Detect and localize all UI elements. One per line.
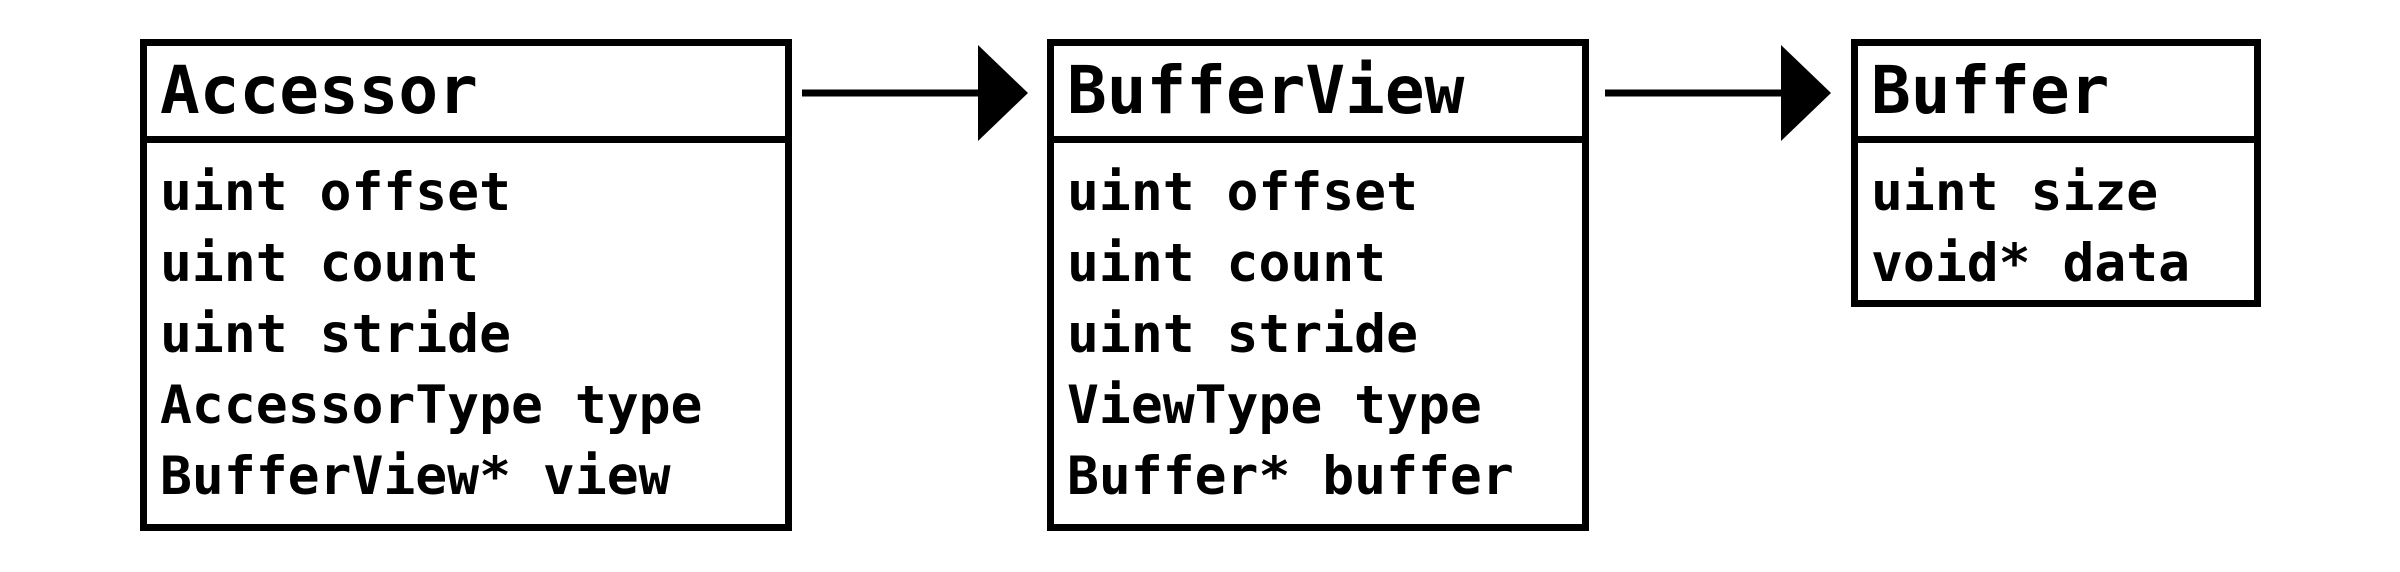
buffer-fields: uint size void* data: [1858, 143, 2254, 299]
accessor-box: Accessor uint offset uint count uint str…: [140, 39, 792, 531]
bufferview-field-buffer: Buffer* buffer: [1067, 446, 1514, 507]
accessor-title: Accessor: [147, 46, 785, 143]
bufferview-field-stride: uint stride: [1067, 304, 1418, 365]
accessor-field-offset: uint offset: [160, 162, 511, 223]
bufferview-box: BufferView uint offset uint count uint s…: [1047, 39, 1589, 531]
bufferview-field-type: ViewType type: [1067, 375, 1482, 436]
arrow-bufferview-to-buffer: [1605, 45, 1831, 141]
buffer-title: Buffer: [1858, 46, 2254, 143]
accessor-field-count: uint count: [160, 233, 480, 294]
bufferview-field-offset: uint offset: [1067, 162, 1418, 223]
accessor-fields: uint offset uint count uint stride Acces…: [147, 143, 785, 512]
accessor-field-type: AccessorType type: [160, 375, 703, 436]
arrow-head: [1781, 45, 1831, 141]
arrow-accessor-to-bufferview: [802, 45, 1028, 141]
buffer-field-data: void* data: [1871, 233, 2191, 294]
accessor-field-view: BufferView* view: [160, 446, 671, 507]
buffer-box: Buffer uint size void* data: [1851, 39, 2261, 307]
arrow-head: [978, 45, 1028, 141]
buffer-field-size: uint size: [1871, 162, 2159, 223]
accessor-field-stride: uint stride: [160, 304, 511, 365]
bufferview-field-count: uint count: [1067, 233, 1387, 294]
bufferview-fields: uint offset uint count uint stride ViewT…: [1054, 143, 1582, 512]
bufferview-title: BufferView: [1054, 46, 1582, 143]
